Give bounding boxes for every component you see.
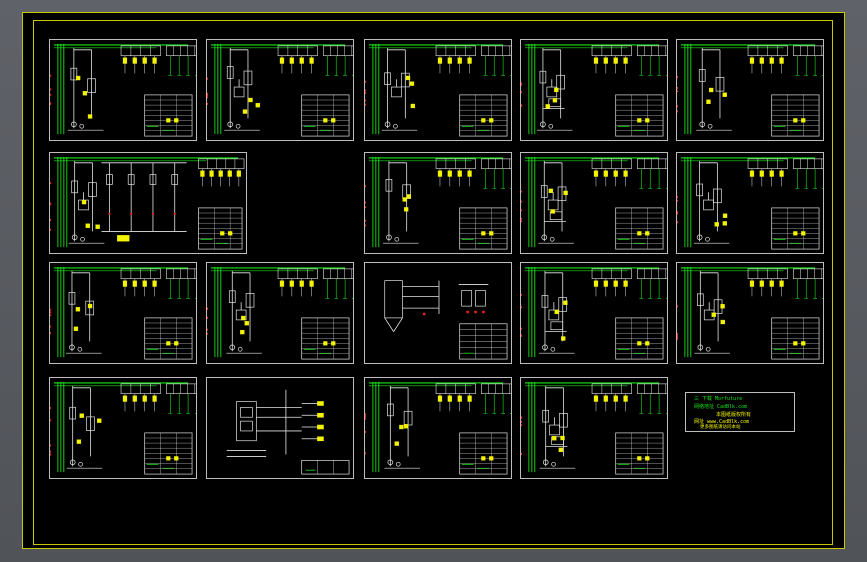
inner-border-frame: 三 下载 Morfuture 网络地址 CadBlk.com 本图纸版权所有 网… bbox=[33, 20, 833, 545]
schematic-1 bbox=[50, 43, 196, 137]
schematic-6 bbox=[50, 156, 245, 250]
schematic-13 bbox=[521, 266, 667, 360]
schematic-7 bbox=[365, 156, 511, 250]
drawing-sheet-18[interactable] bbox=[520, 377, 668, 479]
schematic-15 bbox=[50, 381, 196, 475]
schematic-5 bbox=[677, 43, 823, 137]
title-line-1: 三 下载 Morfuture bbox=[694, 396, 743, 402]
schematic-18 bbox=[521, 381, 667, 475]
schematic-16 bbox=[226, 389, 350, 475]
title-line-2: 网络地址 CadBlk.com bbox=[694, 404, 748, 410]
drawing-sheet-3[interactable] bbox=[364, 39, 512, 141]
schematic-14 bbox=[677, 266, 823, 360]
drawing-sheet-17[interactable] bbox=[364, 377, 512, 479]
drawing-sheet-7[interactable] bbox=[364, 152, 512, 254]
schematic-8 bbox=[521, 156, 667, 250]
schematic-12 bbox=[384, 280, 508, 360]
schematic-9 bbox=[677, 156, 823, 250]
schematic-11 bbox=[207, 266, 353, 360]
drawing-sheet-8[interactable] bbox=[520, 152, 668, 254]
drawing-sheet-5[interactable] bbox=[676, 39, 824, 141]
title-line-4: 网址 www.CadBlk.com bbox=[694, 419, 750, 425]
drawing-sheet-4[interactable] bbox=[520, 39, 668, 141]
drawing-sheet-10[interactable] bbox=[49, 262, 197, 364]
schematic-2 bbox=[207, 43, 353, 137]
drawing-sheet-6[interactable] bbox=[49, 152, 247, 254]
title-line-3: 本图纸版权所有 bbox=[716, 412, 752, 418]
drawing-sheet-12[interactable] bbox=[364, 262, 512, 364]
drawing-sheet-13[interactable] bbox=[520, 262, 668, 364]
schematic-4 bbox=[521, 43, 667, 137]
title-block[interactable]: 三 下载 Morfuture 网络地址 CadBlk.com 本图纸版权所有 网… bbox=[685, 392, 795, 432]
drawing-sheet-2[interactable] bbox=[206, 39, 354, 141]
drawing-sheet-14[interactable] bbox=[676, 262, 824, 364]
drawing-sheet[interactable]: 三 下载 Morfuture 网络地址 CadBlk.com 本图纸版权所有 网… bbox=[22, 12, 845, 549]
drawing-sheet-9[interactable] bbox=[676, 152, 824, 254]
drawing-sheet-15[interactable] bbox=[49, 377, 197, 479]
drawing-sheet-16[interactable] bbox=[206, 377, 354, 479]
title-line-5: 更多图纸请访问本站 bbox=[700, 425, 741, 430]
drawing-sheet-11[interactable] bbox=[206, 262, 354, 364]
schematic-17 bbox=[365, 381, 511, 475]
schematic-3 bbox=[365, 43, 511, 137]
drawing-sheet-1[interactable] bbox=[49, 39, 197, 141]
schematic-10 bbox=[50, 266, 196, 360]
